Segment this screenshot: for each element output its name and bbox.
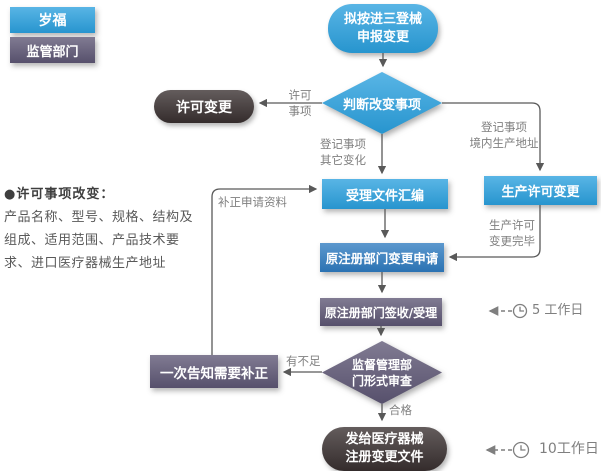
legend-regulator-label: 监管部门 [26, 44, 79, 60]
issue-documents-line2: 注册变更文件 [345, 450, 424, 465]
accept-documents-label: 受理文件汇编 [345, 188, 424, 204]
formal-review-line1: 监督管理部 [351, 357, 412, 372]
formal-review-line2: 门形式审查 [351, 373, 412, 388]
node-start-line2: 申报变更 [356, 29, 409, 45]
duration-accept-annotation [488, 303, 528, 319]
legend-company-swatch: 岁福 [10, 7, 95, 33]
bullet-icon: ● [4, 187, 17, 202]
node-production-license-change: 生产许可变更 [484, 176, 597, 205]
clock-icon [512, 441, 530, 459]
issue-documents-line1: 发给医疗器械 [345, 432, 424, 447]
node-notify-correction: 一次告知需要补正 [150, 355, 278, 388]
edge-label-registration-other: 登记事项 其它变化 [320, 137, 366, 167]
note-title: ●许可事项改变： [4, 187, 115, 202]
production-license-label: 生产许可变更 [501, 185, 580, 200]
edge-label-production-done: 生产许可 变更完毕 [489, 218, 535, 248]
change-application-label: 原注册部门变更申请 [325, 251, 439, 266]
node-start-declare-change: 拟按进三登械 申报变更 [328, 4, 438, 53]
note-line: 求、进口医疗器械生产地址 [4, 256, 167, 271]
edge-label-insufficient: 有不足 [286, 354, 321, 368]
decision-judge-change-label: 判断改变事项 [342, 97, 421, 113]
node-change-application: 原注册部门变更申请 [320, 243, 444, 272]
node-start-line1: 拟按进三登械 [343, 11, 422, 27]
node-license-change: 许可变更 [154, 90, 254, 123]
note-line: 产品名称、型号、规格、结构及 [4, 210, 194, 225]
edge-label-qualified: 合格 [389, 403, 412, 417]
duration-10-working-days: 10工作日 [539, 441, 599, 457]
clock-icon [512, 303, 528, 319]
sign-accept-label: 原注册部门签收/受理 [324, 305, 438, 320]
legend-regulator-swatch: 监管部门 [10, 37, 95, 63]
edge-label-registration-domestic: 登记事项 境内生产地址 [469, 120, 539, 150]
note-line: 组成、适用范围、产品技术要 [4, 233, 180, 248]
edge-label-supplement-materials: 补正申请资料 [218, 195, 287, 209]
legend-company-label: 岁福 [38, 13, 67, 29]
node-decision-formal-review: 监督管理部 门形式审查 [322, 341, 442, 404]
node-accept-documents: 受理文件汇编 [322, 179, 448, 209]
edge-notify-correction-to-accept-docs [211, 184, 318, 355]
node-sign-accept: 原注册部门签收/受理 [320, 298, 442, 326]
duration-5-working-days: 5 工作日 [532, 303, 584, 318]
edge-label-license-items: 许可 事项 [288, 88, 312, 118]
license-items-note: ●许可事项改变： 产品名称、型号、规格、结构及 组成、适用范围、产品技术要 求、… [4, 183, 222, 275]
node-issue-documents: 发给医疗器械 注册变更文件 [322, 427, 447, 471]
license-change-label: 许可变更 [176, 99, 232, 116]
duration-issue-annotation [485, 441, 530, 459]
node-decision-judge-change: 判断改变事项 [322, 72, 442, 134]
notify-correction-label: 一次告知需要补正 [160, 365, 268, 382]
